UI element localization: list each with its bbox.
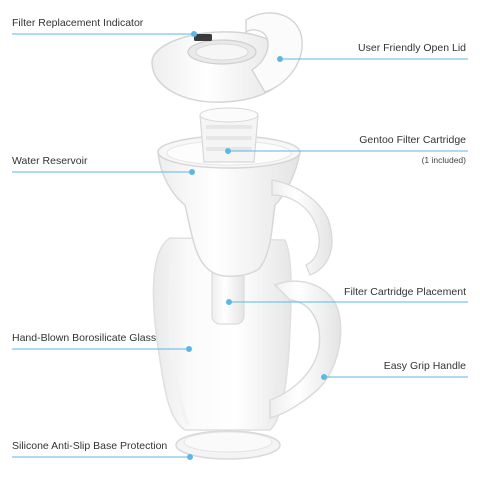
label-filter-replacement-indicator: Filter Replacement Indicator xyxy=(12,17,144,29)
label-cartridge-note: (1 included) xyxy=(421,155,466,165)
label-filter-cartridge-placement: Filter Cartridge Placement xyxy=(344,286,466,298)
indicator-display xyxy=(194,34,212,41)
dot-indicator xyxy=(191,31,197,37)
dot-glass xyxy=(186,346,192,352)
label-gentoo-filter-cartridge: Gentoo Filter Cartridge xyxy=(359,134,466,146)
label-silicone-base: Silicone Anti-Slip Base Protection xyxy=(12,440,168,452)
label-water-reservoir: Water Reservoir xyxy=(12,155,88,167)
dot-cartridge xyxy=(225,148,231,154)
lid xyxy=(151,12,303,103)
grip-handle xyxy=(269,280,342,419)
dot-reservoir xyxy=(189,169,195,175)
dot-cartridge-placement xyxy=(226,299,232,305)
dot-handle xyxy=(321,374,327,380)
label-hand-blown-borosilicate-glass: Hand-Blown Borosilicate Glass xyxy=(12,332,157,344)
label-easy-grip-handle: Easy Grip Handle xyxy=(383,360,466,372)
cartridge-top xyxy=(199,107,259,163)
label-user-friendly-open-lid: User Friendly Open Lid xyxy=(358,42,466,54)
silicone-base xyxy=(175,430,281,460)
dot-lid xyxy=(277,56,283,62)
dot-base xyxy=(187,454,193,460)
